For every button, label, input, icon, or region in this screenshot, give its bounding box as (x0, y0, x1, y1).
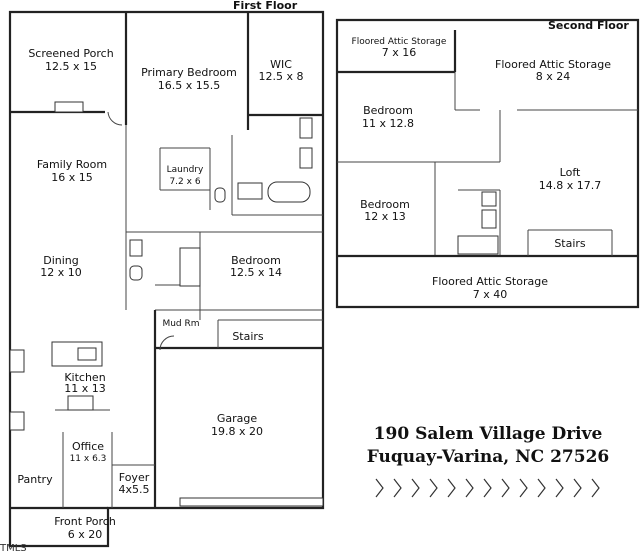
room-stairs-first-name: Stairs (232, 330, 264, 343)
room-mud-rm-name: Mud Rm (162, 319, 199, 329)
second-floor-title: Second Floor (548, 19, 629, 32)
room-office-dims: 11 x 6.3 (70, 454, 107, 464)
room-kitchen-dims: 11 x 13 (64, 382, 106, 395)
room-attic-storage-1-dims: 7 x 16 (382, 46, 417, 59)
room-garage-name: Garage (217, 412, 258, 425)
room-loft-name: Loft (560, 166, 581, 179)
room-attic-storage-3-dims: 7 x 40 (473, 288, 508, 301)
room-dining-dims: 12 x 10 (40, 266, 82, 279)
room-screened-porch-dims: 12.5 x 15 (45, 60, 97, 73)
room-screened-porch-name: Screened Porch (28, 47, 113, 60)
room-laundry-name: Laundry (167, 165, 204, 175)
room-front-porch-name: Front Porch (54, 515, 116, 528)
room-laundry-dims: 7.2 x 6 (169, 177, 200, 187)
room-bedroom-3-dims: 12 x 13 (364, 210, 406, 223)
watermark: TMLS (0, 543, 27, 553)
room-primary-bedroom-name: Primary Bedroom (141, 66, 237, 79)
room-attic-storage-2-name: Floored Attic Storage (495, 58, 611, 71)
first-floor-plan: First Floor (8, 0, 325, 548)
address-line-1: 190 Salem Village Drive (374, 424, 603, 444)
room-bedroom-2-name: Bedroom (363, 104, 413, 117)
room-foyer-name: Foyer (119, 471, 150, 484)
room-pantry-name: Pantry (17, 473, 53, 486)
chevron-decoration-icon (375, 478, 600, 498)
room-garage-dims: 19.8 x 20 (211, 425, 263, 438)
room-family-room-name: Family Room (37, 158, 107, 171)
room-bedroom-1-name: Bedroom (231, 254, 281, 267)
room-loft-dims: 14.8 x 17.7 (539, 179, 602, 192)
room-attic-storage-2-dims: 8 x 24 (536, 70, 571, 83)
room-office-name: Office (72, 440, 104, 453)
second-floor-plan: Second Floor Floored Attic Storage 7 x 1… (335, 18, 640, 309)
room-foyer-dims: 4x5.5 (118, 483, 149, 496)
room-stairs-second-name: Stairs (554, 237, 586, 250)
room-bedroom-2-dims: 11 x 12.8 (362, 117, 414, 130)
room-bedroom-3-name: Bedroom (360, 198, 410, 211)
room-dining-name: Dining (43, 254, 79, 267)
room-primary-bedroom-dims: 16.5 x 15.5 (158, 79, 221, 92)
second-floor-outer-wall (335, 18, 640, 309)
room-wic-name: WIC (270, 58, 292, 71)
first-floor-title: First Floor (233, 0, 298, 12)
room-family-room-dims: 16 x 15 (51, 171, 93, 184)
room-wic-dims: 12.5 x 8 (259, 70, 304, 83)
room-kitchen-name: Kitchen (64, 371, 105, 384)
first-floor-outer-wall (8, 10, 325, 548)
room-attic-storage-3-name: Floored Attic Storage (432, 275, 548, 288)
address-line-2: Fuquay-Varina, NC 27526 (367, 447, 610, 467)
address-block: 190 Salem Village Drive Fuquay-Varina, N… (367, 424, 610, 498)
room-bedroom-1-dims: 12.5 x 14 (230, 266, 282, 279)
room-front-porch-dims: 6 x 20 (68, 528, 103, 541)
room-attic-storage-1-name: Floored Attic Storage (352, 37, 447, 47)
